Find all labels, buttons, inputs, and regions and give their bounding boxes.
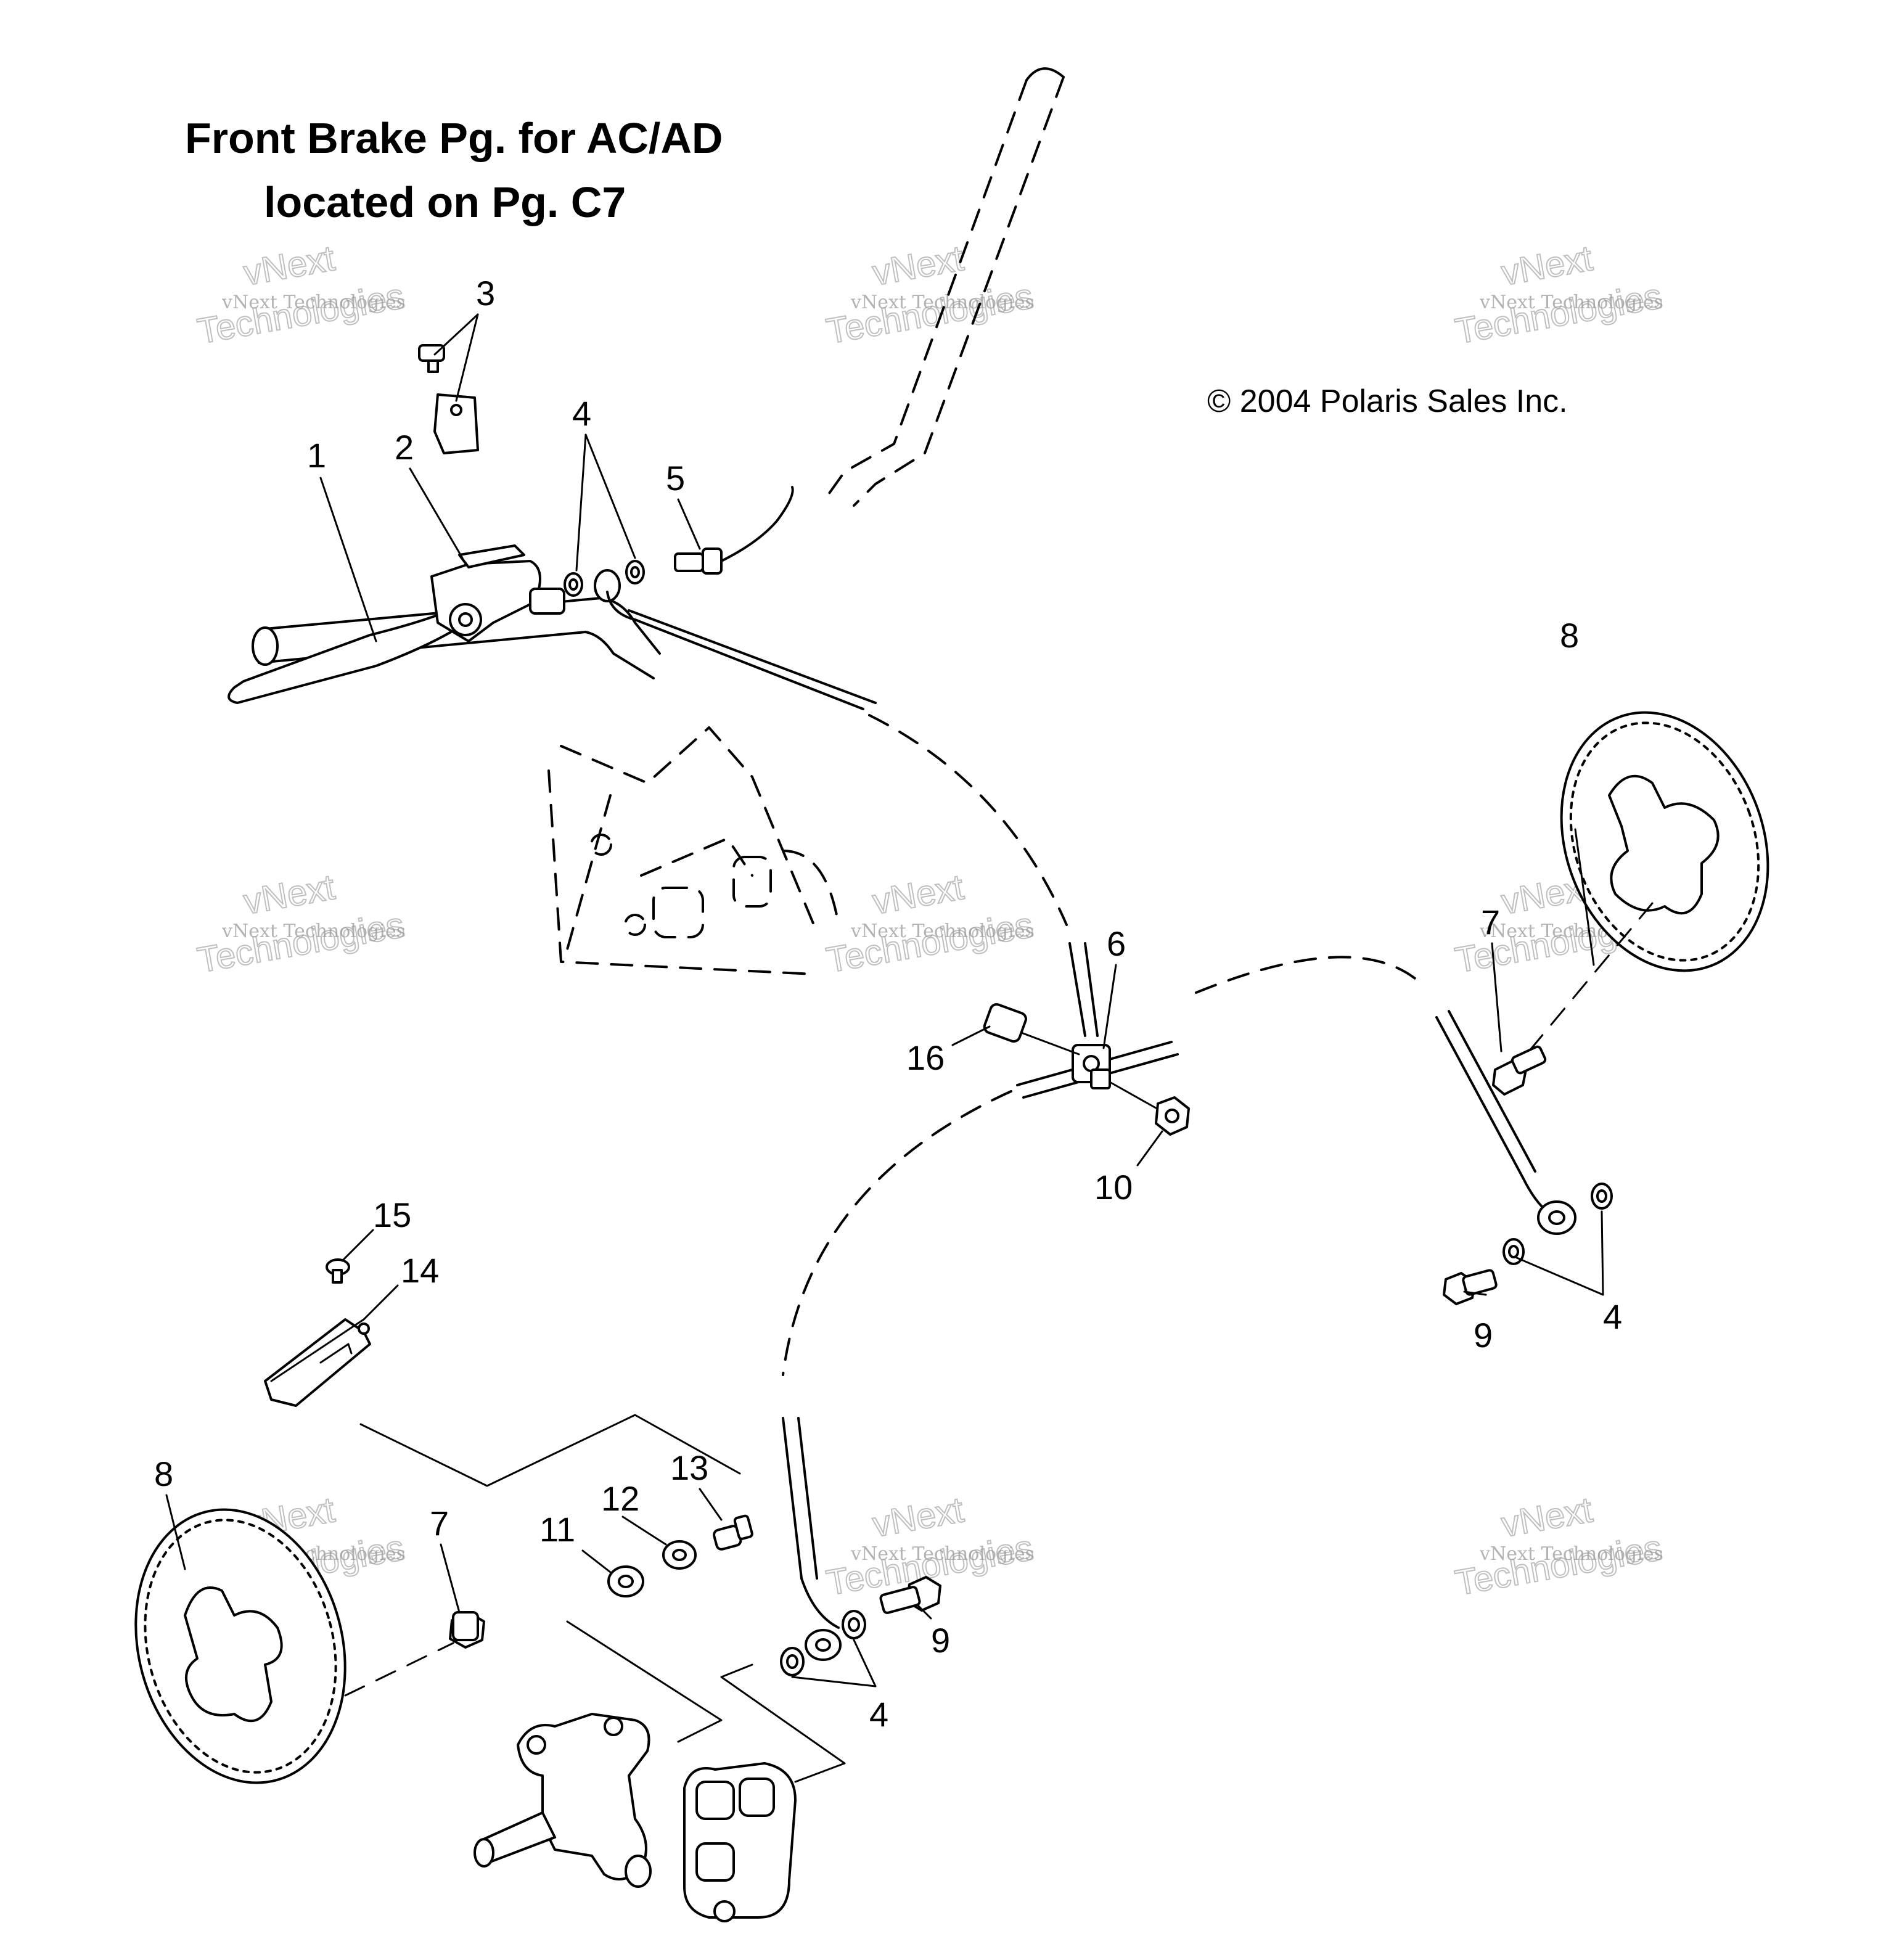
svg-text:Technologies: Technologies [195, 276, 408, 351]
brake-line-bracket-14 [264, 1318, 371, 1407]
callout-11: 11 [539, 1510, 575, 1549]
bolt-13 [713, 1514, 753, 1551]
nut-10 [1109, 1081, 1190, 1136]
callout-8-right: 8 [1560, 616, 1579, 655]
right-caliper-fittings [1443, 1183, 1613, 1305]
svg-text:Technologies: Technologies [195, 904, 408, 980]
copyright-notice: © 2004 Polaris Sales Inc. [1207, 383, 1568, 419]
callout-4-top: 4 [572, 394, 591, 433]
svg-text:vNext Technologies: vNext Technologies [1479, 292, 1663, 313]
callout-10: 10 [1094, 1168, 1133, 1207]
svg-text:Technologies: Technologies [824, 904, 1036, 980]
brake-disc-left [134, 1508, 346, 1784]
svg-text:vNext: vNext [869, 1490, 966, 1545]
upper-washers [564, 560, 645, 602]
callout-9-left: 9 [931, 1621, 950, 1660]
brake-lever [228, 609, 457, 704]
clamp-and-screw [418, 344, 479, 454]
svg-text:located on Pg. C7: located on Pg. C7 [264, 178, 626, 226]
callout-12: 12 [601, 1479, 639, 1518]
svg-text:vNext Technologies: vNext Technologies [221, 292, 406, 313]
bolt-7-right [1492, 902, 1654, 1096]
callout-7-right: 7 [1481, 903, 1500, 941]
svg-text:vNext: vNext [1498, 238, 1595, 293]
washer-11 [607, 1565, 644, 1597]
svg-text:vNext: vNext [869, 867, 966, 922]
svg-text:vNext Technologies: vNext Technologies [221, 921, 406, 942]
svg-text:vNext Technologies: vNext Technologies [1479, 1543, 1663, 1565]
callout-13: 13 [670, 1448, 708, 1487]
callout-15: 15 [373, 1195, 411, 1234]
callout-leaders [165, 313, 1604, 1687]
junction-clip [1072, 1044, 1111, 1089]
callout-3: 3 [476, 274, 495, 313]
callout-6: 6 [1107, 924, 1126, 963]
brake-line [606, 591, 1549, 1629]
svg-text:Technologies: Technologies [824, 276, 1036, 351]
svg-text:Front Brake Pg. for AC/AD: Front Brake Pg. for AC/AD [185, 114, 723, 162]
washer-12 [662, 1540, 697, 1570]
banjo-bolt-16 [983, 1003, 1080, 1056]
callout-7-left: 7 [430, 1504, 449, 1543]
diagram-title: Front Brake Pg. for AC/AD located on Pg.… [185, 114, 723, 226]
callout-5: 5 [666, 459, 685, 498]
callout-8-left: 8 [154, 1454, 173, 1493]
left-caliper-fittings [780, 1576, 941, 1676]
brake-caliper [683, 1762, 797, 1922]
svg-text:vNext: vNext [1498, 1490, 1595, 1545]
brake-disc-right [1560, 711, 1769, 972]
spindle-knuckle [474, 1713, 652, 1888]
callout-4-left: 4 [869, 1695, 888, 1734]
frame-section [547, 726, 840, 975]
svg-text:Technologies: Technologies [1453, 276, 1665, 351]
callout-14: 14 [401, 1251, 439, 1290]
assembly-leader-lines [344, 1414, 846, 1783]
callout-1: 1 [307, 436, 326, 475]
callout-4-right: 4 [1603, 1297, 1622, 1336]
master-cylinder [430, 544, 565, 642]
bolt-7-left [449, 1611, 485, 1649]
svg-text:Technologies: Technologies [1453, 1527, 1665, 1603]
svg-text:vNext Technologies: vNext Technologies [850, 921, 1035, 942]
screw-15 [326, 1258, 350, 1284]
callout-labels: 1 2 3 4 5 6 7 8 16 10 9 4 15 14 8 7 11 1… [154, 274, 1622, 1734]
callout-9-right: 9 [1474, 1316, 1493, 1355]
svg-text:vNext Technologies: vNext Technologies [850, 1543, 1035, 1565]
callout-16: 16 [906, 1038, 945, 1077]
callout-2: 2 [395, 428, 414, 467]
svg-text:vNext: vNext [240, 867, 337, 922]
brake-switch [674, 486, 794, 575]
svg-text:vNext: vNext [240, 238, 337, 293]
